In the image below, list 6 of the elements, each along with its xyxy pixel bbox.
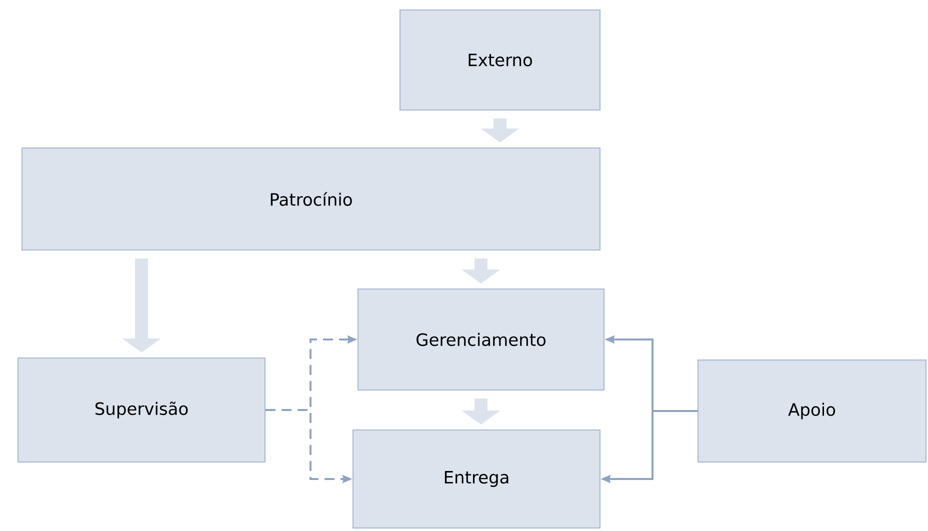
process-box: Apoio <box>698 360 926 462</box>
process-box: Entrega <box>352 430 600 528</box>
process-box: Gerenciamento <box>358 288 604 390</box>
process-box: Externo <box>400 10 600 110</box>
process-box: Patrocínio <box>22 148 600 250</box>
process-box: Supervisão <box>18 358 266 462</box>
